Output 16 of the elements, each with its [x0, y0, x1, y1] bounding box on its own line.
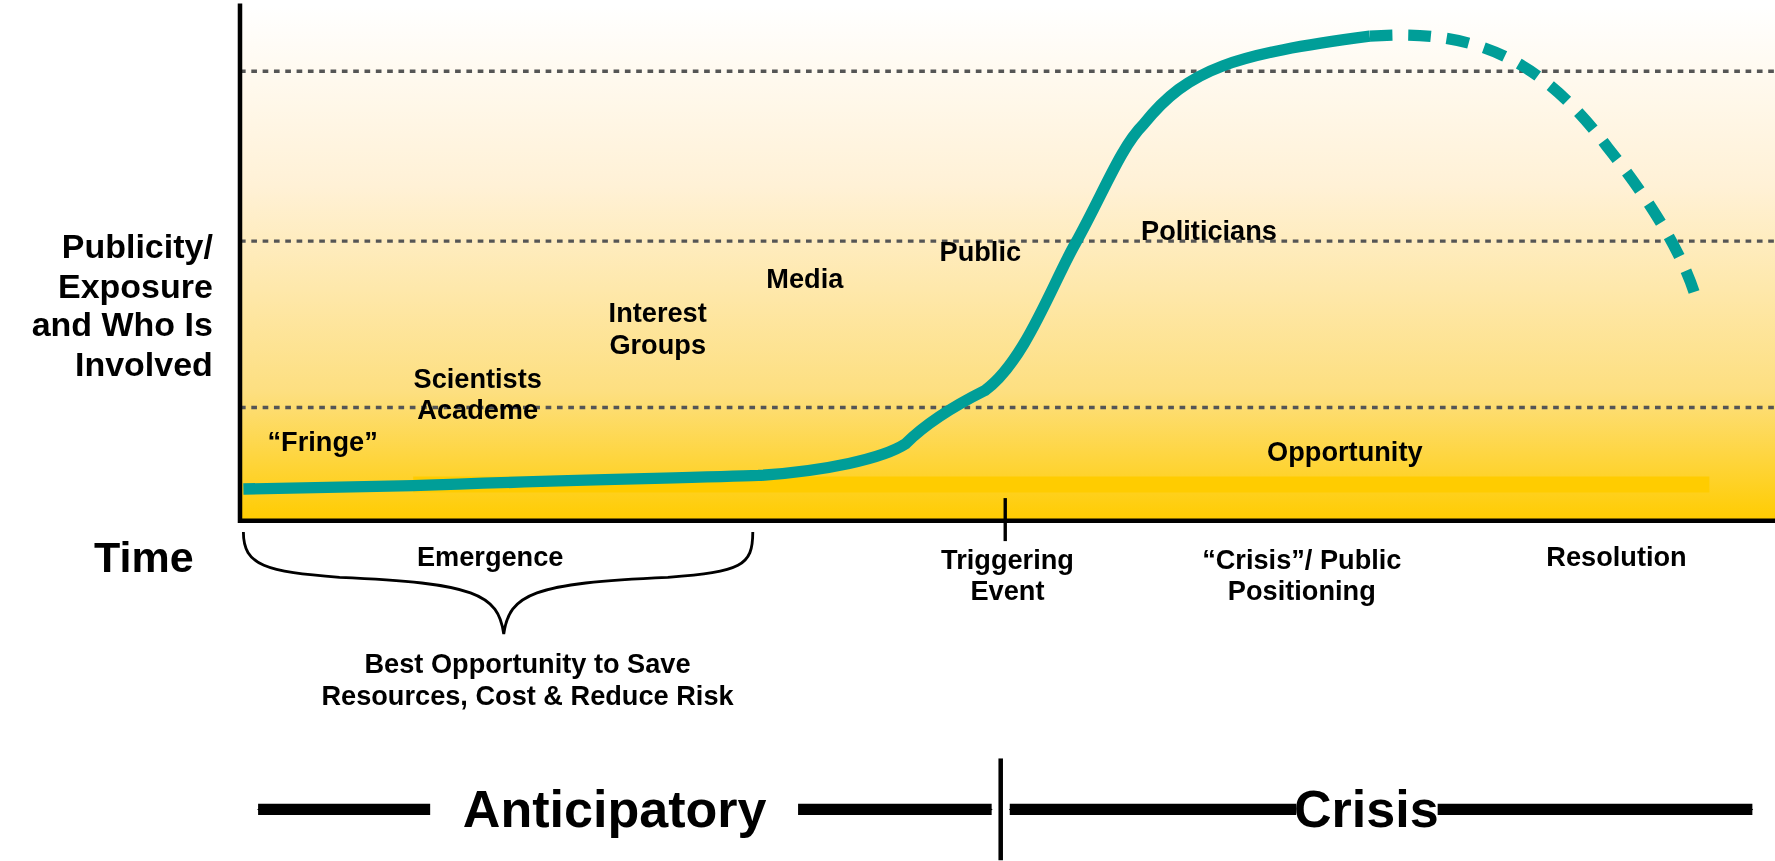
- actor-label: Scientists Academe: [412, 362, 543, 426]
- stage-label: “Crisis”/ Public Positioning: [1201, 543, 1403, 607]
- actor-label: Public: [938, 235, 1023, 267]
- annotation: Opportunity: [1266, 436, 1424, 468]
- phase-label: Crisis: [1292, 779, 1440, 840]
- actor-label: Media: [765, 262, 845, 295]
- annotation: Best Opportunity to Save Resources, Cost & Reduce Risk: [320, 648, 735, 711]
- axis-title: Publicity/ Exposure and Who Is Involved: [30, 227, 213, 384]
- actor-label: Politicians: [1140, 215, 1278, 247]
- phase-label: Anticipatory: [461, 779, 768, 840]
- stage-label: Triggering Event: [940, 543, 1075, 607]
- stage-label: Emergence: [415, 541, 565, 573]
- stage-label: Resolution: [1545, 541, 1688, 573]
- actor-label: Interest Groups: [607, 297, 708, 360]
- actor-label: “Fringe”: [266, 425, 379, 458]
- axis-title: Time: [92, 533, 195, 583]
